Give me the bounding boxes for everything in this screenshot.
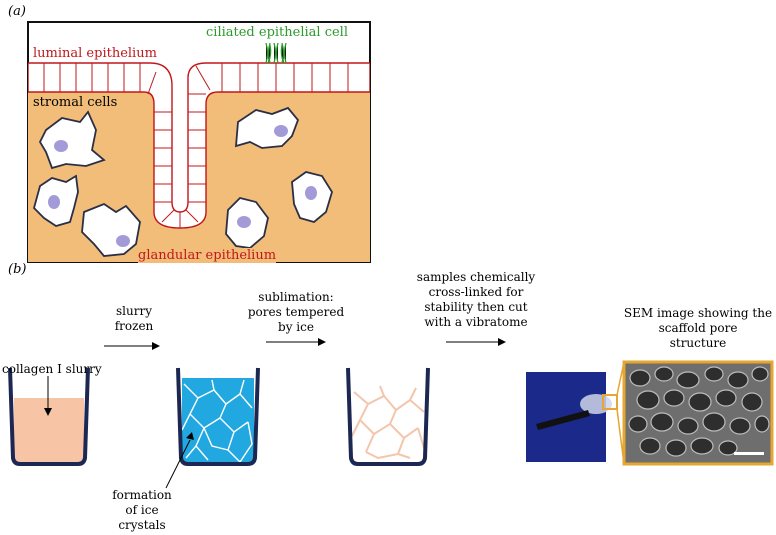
epithelial-cell-borders xyxy=(43,63,349,228)
ice-crystals-line-1: formation xyxy=(112,488,172,502)
ice-crystals-line-3: crystals xyxy=(118,518,166,532)
tweezers-icon xyxy=(536,410,590,430)
step-sem-line-2: scaffold pore xyxy=(658,321,738,335)
slurry-fill xyxy=(14,398,84,462)
stromal-cells-label: stromal cells xyxy=(33,95,118,110)
ice-fill xyxy=(182,378,254,464)
step-sublimation-line-2: pores tempered xyxy=(247,305,345,319)
step-sublimation: sublimation: pores tempered by ice xyxy=(244,290,348,335)
beaker-1 xyxy=(8,367,90,466)
step-sublimation-line-3: by ice xyxy=(278,320,314,334)
beaker-3 xyxy=(346,367,430,466)
sem-pores xyxy=(628,366,770,457)
ice-crystals-label: formation of ice crystals xyxy=(110,488,174,533)
glandular-epithelium-label: glandular epithelium xyxy=(138,248,277,263)
collagen-slurry-label: collagen I slurry xyxy=(2,362,102,376)
process-arrows xyxy=(104,338,506,350)
beaker-2 xyxy=(176,367,260,466)
epithelium-band xyxy=(28,62,370,229)
step-crosslink: samples chemically cross-linked for stab… xyxy=(402,270,550,330)
cell-nuclei xyxy=(48,125,317,247)
cilia-icon xyxy=(265,42,287,64)
panel-a-label: (a) xyxy=(8,4,26,19)
step-sublimation-line-1: sublimation: xyxy=(258,290,334,304)
panel-b-label: (b) xyxy=(8,262,27,277)
step-crosslink-line-4: with a vibratome xyxy=(424,315,528,329)
step-sem: SEM image showing the scaffold pore stru… xyxy=(620,306,776,351)
scale-bar xyxy=(734,452,764,455)
step-crosslink-line-3: stability then cut xyxy=(424,300,528,314)
step-sem-line-3: structure xyxy=(669,336,727,350)
luminal-epithelium-label: luminal epithelium xyxy=(33,46,157,61)
step-crosslink-line-1: samples chemically xyxy=(416,270,536,284)
step-crosslink-line-2: cross-linked for xyxy=(428,285,524,299)
step-slurry-frozen: slurry frozen xyxy=(114,304,154,333)
ice-arrow-icon xyxy=(186,432,194,440)
pore-network xyxy=(351,385,425,460)
zoom-box xyxy=(602,394,618,410)
slurry-arrow-icon xyxy=(44,408,52,416)
ice-crystal-network xyxy=(181,379,253,463)
ciliated-cell-label: ciliated epithelial cell xyxy=(206,25,348,40)
step-sem-line-1: SEM image showing the xyxy=(623,306,773,320)
ice-crystals-line-2: of ice xyxy=(125,503,159,517)
